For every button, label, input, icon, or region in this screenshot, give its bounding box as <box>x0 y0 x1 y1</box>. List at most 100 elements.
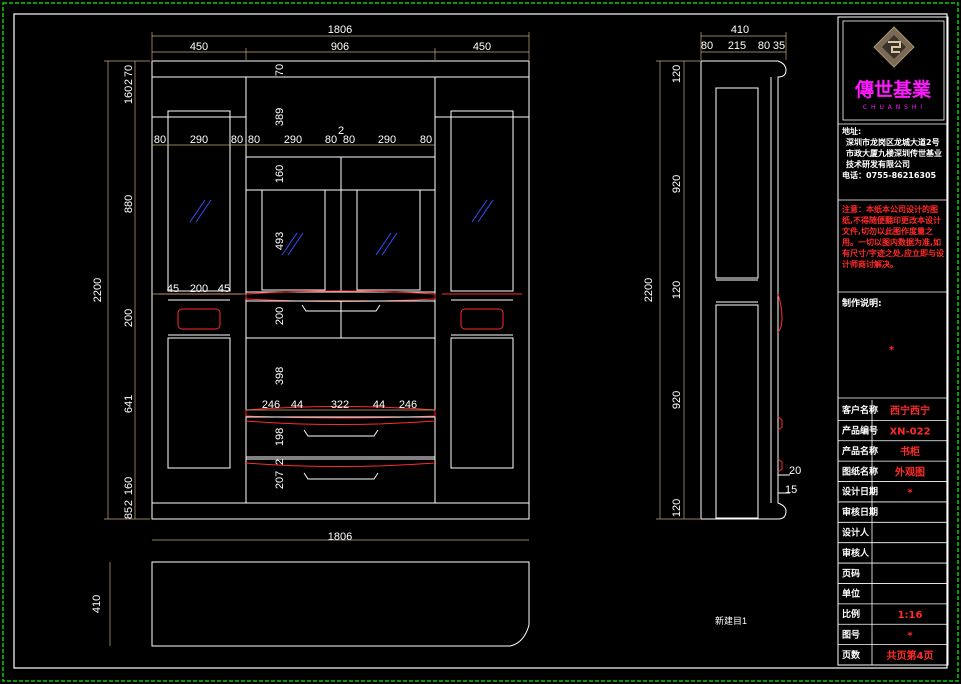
dim-top-middle: 906 <box>331 41 349 53</box>
dim-mid-h7: 2 <box>274 459 286 465</box>
title-row-label: 设计日期 <box>842 486 878 498</box>
right-lower-door <box>450 337 514 469</box>
cabinet-outline <box>151 60 530 520</box>
dim-side-h1: 920 <box>671 175 683 193</box>
dim-mid-h6: 198 <box>274 428 286 446</box>
dim-left-h8: 85 <box>123 507 135 519</box>
lower-shelf-curve <box>245 406 436 419</box>
title-row-value: 外观图 <box>894 465 925 478</box>
side-view-label: 新建目1 <box>715 615 747 626</box>
side-lower-panel <box>715 304 759 519</box>
dim-side-h4: 120 <box>671 499 683 517</box>
drawer-upper <box>245 416 436 458</box>
title-row-value: 共页第4页 <box>887 649 934 662</box>
address-text: 深圳市龙岗区龙城大道2号市政大厦九楼深圳传世基业技术研发有限公司 <box>846 138 942 169</box>
left-glass-door <box>167 110 231 292</box>
left-drawer-handle <box>177 308 221 330</box>
address-block: 地址: 深圳市龙岗区龙城大道2号市政大厦九楼深圳传世基业技术研发有限公司 电话：… <box>842 126 946 200</box>
dim-shelf-1: 200 <box>190 283 208 295</box>
title-row-label: 页数 <box>842 649 861 661</box>
dim-left-h0: 70 <box>123 65 135 77</box>
dim-mid-bay-4: 290 <box>378 134 396 146</box>
title-row-label: 单位 <box>842 588 860 600</box>
middle-left-glass <box>261 189 326 291</box>
title-block: 傳世基業 C H U A N S H I <box>837 16 949 666</box>
front-dimensions-text: 1806 450 906 450 2200 70 2 160 880 200 6… <box>92 24 491 519</box>
title-row-label: 客户名称 <box>841 404 878 416</box>
dim-total-width: 1806 <box>328 24 352 36</box>
dim-total-height: 2200 <box>92 278 104 302</box>
side-outline <box>700 60 787 520</box>
dim-side-h3: 920 <box>671 391 683 409</box>
dim-left-h2: 160 <box>123 86 135 104</box>
middle-shelf-curve <box>245 290 436 302</box>
dim-drawer-1: 44 <box>291 399 303 411</box>
plan-view: 1806 410 <box>91 531 530 647</box>
brand-name-cn: 傳世基業 <box>854 78 932 101</box>
dim-drawer-4: 246 <box>399 399 417 411</box>
dim-left-bay-1: 290 <box>190 134 208 146</box>
title-row-label: 审核人 <box>842 547 870 559</box>
left-lower-door <box>167 337 231 469</box>
brand-logo-icon <box>873 26 915 68</box>
dim-mid-h1: 389 <box>274 108 286 126</box>
dim-top-left: 450 <box>190 41 208 53</box>
dim-top-right: 450 <box>473 41 491 53</box>
dim-mid-h4: 200 <box>274 307 286 325</box>
middle-right-glass <box>356 189 421 291</box>
dim-side-total-height: 2200 <box>643 278 655 302</box>
dim-side-h2: 120 <box>671 281 683 299</box>
dim-shelf-0: 45 <box>167 283 179 295</box>
dim-left-bay-0: 80 <box>154 134 166 146</box>
title-row-label: 比例 <box>842 608 860 620</box>
title-row-value: 书柜 <box>900 445 920 458</box>
front-view <box>151 60 530 520</box>
dim-left-bay-2: 80 <box>231 134 243 146</box>
dim-left-h7: 2 <box>123 500 135 506</box>
title-row-value: 1:16 <box>898 610 923 621</box>
dim-mid-bay-5: 80 <box>420 134 432 146</box>
title-row-label: 产品编号 <box>842 425 878 437</box>
glass-hatch <box>189 199 494 256</box>
middle-drawer-pull <box>301 304 381 312</box>
title-row-value: * <box>907 630 913 641</box>
dim-drawer-0: 246 <box>262 399 280 411</box>
side-dimension-lines <box>656 32 787 520</box>
notice-block: 注意：本纸本公司设计的图纸,不得随便翻印更改本设计文件,切勿以此图作度量之用。一… <box>842 205 944 269</box>
dim-side-seg-3: 35 <box>773 40 785 52</box>
dim-plan-depth: 410 <box>91 595 103 613</box>
brand-name-en: C H U A N S H I <box>863 104 923 111</box>
dim-drawer-3: 44 <box>373 399 385 411</box>
dim-side-seg-1: 215 <box>728 40 746 52</box>
dim-side-detail-a: 20 <box>789 465 801 477</box>
dim-drawer-2: 322 <box>331 399 349 411</box>
upper-drawer-pull <box>303 429 379 437</box>
dim-mid-bay-3: 80 <box>343 134 355 146</box>
drawer-lower <box>245 458 436 504</box>
dim-mid-gap: 2 <box>338 125 344 137</box>
dim-left-h1: 2 <box>123 79 135 85</box>
production-note-mark: * <box>889 345 895 356</box>
dim-side-h0: 120 <box>671 65 683 83</box>
dim-side-seg-0: 80 <box>701 40 713 52</box>
title-row-value: * <box>907 488 913 499</box>
title-row-label: 图号 <box>842 629 860 640</box>
dim-mid-bay-1: 290 <box>284 134 302 146</box>
phone-text: 电话：0755-86216305 <box>842 171 937 180</box>
dim-left-h3: 880 <box>123 195 135 213</box>
dim-mid-bay-2: 80 <box>325 134 337 146</box>
plan-outline <box>151 561 530 647</box>
dim-side-detail-b: 15 <box>785 484 797 496</box>
right-glass-door <box>450 110 514 292</box>
dim-side-seg-2: 80 <box>758 40 770 52</box>
side-upper-panel <box>715 87 759 279</box>
dim-left-h5: 641 <box>123 395 135 413</box>
dim-side-depth: 410 <box>731 24 749 36</box>
title-row-label: 页码 <box>842 568 860 579</box>
dim-mid-h5: 398 <box>274 367 286 385</box>
title-row-value: 西宁西宁 <box>890 404 930 417</box>
dim-mid-h3: 493 <box>274 232 286 250</box>
